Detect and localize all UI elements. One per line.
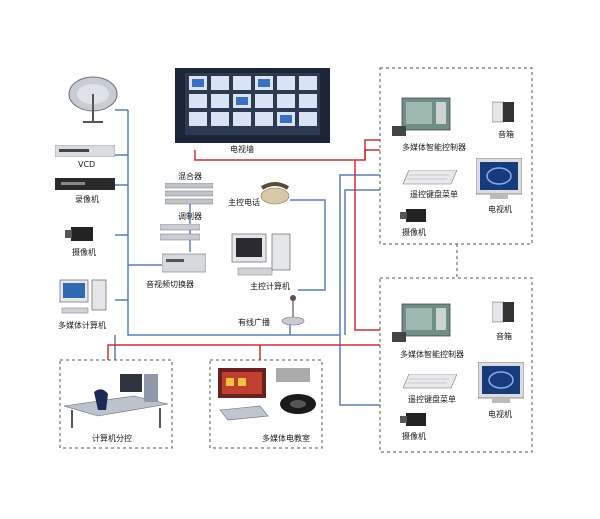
label-tv-top: 电视机 bbox=[488, 205, 512, 214]
label-av-matrix: 音视频切换器 bbox=[146, 280, 194, 289]
smart-controller-icon bbox=[392, 97, 451, 136]
video-recorder-icon bbox=[55, 178, 115, 190]
tv-icon bbox=[476, 158, 522, 199]
tv-icon-bottom bbox=[478, 362, 524, 403]
pc-workstation-icon bbox=[64, 374, 168, 428]
vcd-player-icon bbox=[55, 145, 115, 157]
mixer-icon bbox=[165, 183, 213, 205]
label-mixer: 混合器 bbox=[178, 172, 202, 181]
label-modulator: 调制器 bbox=[178, 212, 202, 221]
box-bottom-right bbox=[379, 277, 533, 453]
label-ctrl-top: 多媒体智能控制器 bbox=[402, 143, 466, 152]
smart-controller-icon-bottom bbox=[392, 303, 451, 342]
camera-icon bbox=[65, 227, 93, 241]
satellite-dish-icon bbox=[68, 76, 118, 123]
label-keyboard-top: 遥控键盘菜单 bbox=[410, 190, 458, 199]
label-keyboard-bot: 遥控键盘菜单 bbox=[408, 395, 456, 404]
main-computer-icon bbox=[231, 233, 291, 276]
label-speaker-top: 音箱 bbox=[498, 130, 514, 139]
label-ctrl-bot: 多媒体智能控制器 bbox=[400, 350, 464, 359]
label-pc-station: 计算机分控 bbox=[92, 434, 132, 443]
multimedia-computer-icon bbox=[59, 279, 107, 314]
red-wire-top-2 bbox=[354, 160, 380, 331]
camera-icon-top bbox=[400, 209, 426, 222]
box-classroom bbox=[209, 359, 323, 449]
label-mm-computer: 多媒体计算机 bbox=[58, 321, 106, 330]
label-main-phone: 主控电话 bbox=[228, 198, 260, 207]
red-wire-top-h bbox=[364, 139, 380, 160]
label-classroom: 多媒体电教室 bbox=[262, 434, 310, 443]
speaker-icon-bottom bbox=[492, 301, 514, 323]
modulator-icon bbox=[160, 224, 200, 241]
camera-icon-bottom bbox=[400, 413, 426, 426]
label-camera-left: 摄像机 bbox=[72, 248, 96, 257]
red-wire-top bbox=[194, 149, 380, 161]
red-wire-bottom bbox=[107, 344, 380, 360]
microphone-icon bbox=[281, 295, 305, 326]
label-broadcast: 有线广播 bbox=[238, 318, 270, 327]
box-pc-station bbox=[59, 359, 173, 449]
av-matrix-icon bbox=[162, 253, 206, 273]
keyboard-icon-bottom bbox=[403, 374, 457, 389]
keyboard-icon bbox=[403, 170, 457, 185]
label-camera-top: 摄像机 bbox=[402, 228, 426, 237]
classroom-icon bbox=[218, 368, 316, 421]
label-camera-bot: 摄像机 bbox=[402, 432, 426, 441]
blue-wire-top-right bbox=[339, 174, 380, 335]
label-recorder: 录像机 bbox=[75, 195, 99, 204]
blue-wire-phone bbox=[290, 199, 326, 291]
video-wall-icon bbox=[175, 68, 330, 143]
label-tv-bot: 电视机 bbox=[488, 410, 512, 419]
label-main-computer: 主控计算机 bbox=[250, 282, 290, 291]
label-speaker-bot: 音箱 bbox=[496, 332, 512, 341]
speaker-icon bbox=[492, 101, 514, 123]
telephone-icon bbox=[260, 182, 290, 205]
blue-wire-mid-right bbox=[344, 189, 380, 335]
label-vcd: VCD bbox=[78, 160, 96, 169]
box-top-right bbox=[379, 67, 533, 245]
label-video-wall: 电视墙 bbox=[230, 145, 254, 154]
